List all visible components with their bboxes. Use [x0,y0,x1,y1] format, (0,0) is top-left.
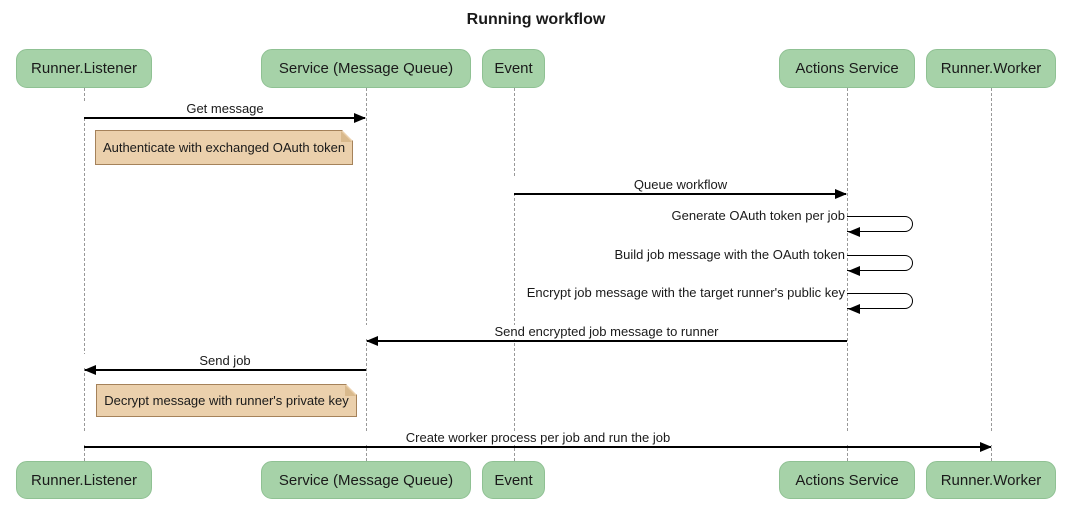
participant-actions-service-top: Actions Service [779,49,915,88]
message-send-encrypted-line [367,340,847,342]
participant-label: Runner.Worker [940,471,1042,489]
message-send-job-line [85,369,366,371]
message-queue-workflow-label: Queue workflow [514,178,847,192]
note-fold-icon [345,385,356,396]
participant-label: Actions Service [795,471,899,489]
note-authenticate: Authenticate with exchanged OAuth token [95,130,353,165]
participant-label: Event [494,60,533,77]
participant-label: Runner.Listener [31,60,137,77]
message-create-worker-label: Create worker process per job and run th… [84,431,992,445]
participant-event-bottom: Event [482,461,545,499]
participant-event-top: Event [482,49,545,88]
participant-actions-service-bottom: Actions Service [779,461,915,499]
arrowhead-left-icon [848,227,860,237]
message-create-worker-line [84,446,991,448]
self-message-build-job-label: Build job message with the OAuth token [614,247,845,262]
note-text: Decrypt message with runner's private ke… [104,393,349,408]
message-queue-workflow-line [514,193,846,195]
note-fold-icon [341,131,352,142]
diagram-title: Running workflow [466,11,606,28]
lifeline-actions-service [846,88,848,461]
participant-runner-worker-top: Runner.Worker [926,49,1056,88]
participant-label: Service (Message Queue) [278,471,454,489]
message-get-message-line [84,117,365,119]
self-message-encrypt-job-label: Encrypt job message with the target runn… [526,285,845,300]
participant-runner-listener-top: Runner.Listener [16,49,152,88]
arrowhead-right-icon [354,113,366,123]
participant-runner-listener-bottom: Runner.Listener [16,461,152,499]
participant-label: Runner.Worker [940,60,1042,77]
arrowhead-left-icon [366,336,378,346]
self-message-generate-token-loop [847,216,913,232]
participant-label: Runner.Listener [31,471,137,489]
note-decrypt: Decrypt message with runner's private ke… [96,384,357,417]
arrowhead-right-icon [835,189,847,199]
arrowhead-right-icon [980,442,992,452]
participant-label: Actions Service [795,60,899,77]
self-message-encrypt-job-loop [847,293,913,309]
arrowhead-left-icon [84,365,96,375]
self-message-build-job-loop [847,255,913,271]
message-send-encrypted-label: Send encrypted job message to runner [366,325,847,339]
participant-service-message-queue-top: Service (Message Queue) [261,49,471,88]
arrowhead-left-icon [848,266,860,276]
lifeline-service-message-queue [365,88,367,461]
participant-label: Event [494,471,533,489]
lifeline-runner-listener [83,88,85,461]
note-text: Authenticate with exchanged OAuth token [102,140,346,155]
participant-service-message-queue-bottom: Service (Message Queue) [261,461,471,499]
arrowhead-left-icon [848,304,860,314]
message-get-message-label: Get message [84,102,366,116]
lifeline-runner-worker [990,88,992,461]
self-message-generate-token-label: Generate OAuth token per job [671,208,845,223]
participant-label: Service (Message Queue) [278,60,454,77]
lifeline-event [513,88,515,461]
message-send-job-label: Send job [84,354,366,368]
participant-runner-worker-bottom: Runner.Worker [926,461,1056,499]
